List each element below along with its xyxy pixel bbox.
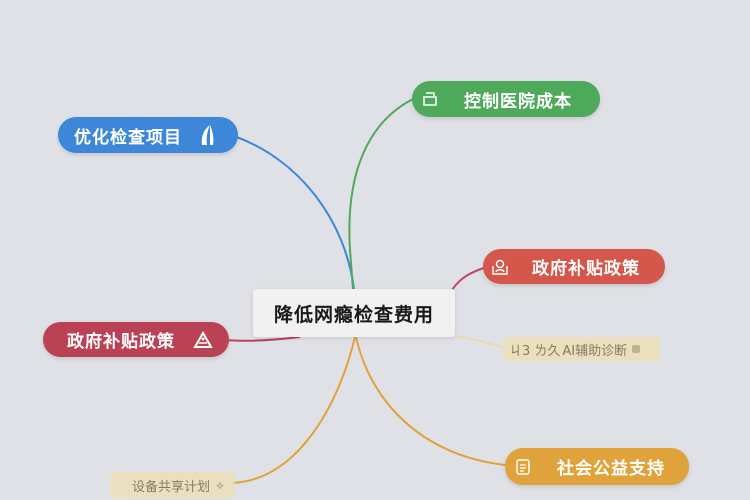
branch-label: 政府补贴政策 xyxy=(67,332,175,352)
branch-label: 政府补贴政策 xyxy=(532,259,640,279)
branch-label: 控制医院成本 xyxy=(464,91,572,112)
link-optimize xyxy=(233,135,355,290)
card-icon xyxy=(418,87,442,111)
branch-label: 设备共享计划 xyxy=(132,479,211,495)
branch-label: AI辅助诊断 xyxy=(562,343,628,359)
document-icon xyxy=(511,455,535,479)
check-diamond-icon: ⟡ xyxy=(216,477,224,492)
branch-prefix: ㄐ3 ㄌ久 xyxy=(509,343,561,359)
branch-optimize[interactable]: 优化检查项目 xyxy=(58,117,238,153)
settings-icon xyxy=(632,345,641,353)
branch-label: 优化检查项目 xyxy=(74,127,182,148)
branch-control[interactable]: 控制医院成本 xyxy=(412,81,600,117)
branch-label: 社会公益支持 xyxy=(557,459,665,479)
link-ai xyxy=(454,335,506,349)
sail-icon xyxy=(196,123,220,147)
link-charity xyxy=(355,336,506,466)
branch-ai[interactable]: ㄐ3 ㄌ久 AI辅助诊断 xyxy=(503,337,660,361)
user-frame-icon xyxy=(488,255,512,279)
branch-share[interactable]: 设备共享计划 ⟡ xyxy=(110,472,235,498)
link-control xyxy=(348,97,416,290)
branch-subsidy-left[interactable]: 政府补贴政策 xyxy=(43,322,229,357)
warning-triangle-icon xyxy=(191,328,215,352)
central-topic-label: 降低网瘾检查费用 xyxy=(273,303,434,326)
link-share xyxy=(231,336,356,484)
link-subsidy-left xyxy=(225,336,301,342)
branch-charity[interactable]: 社会公益支持 xyxy=(505,448,689,485)
central-topic[interactable]: 降低网瘾检查费用 xyxy=(253,289,455,337)
branch-subsidy-right[interactable]: 政府补贴政策 xyxy=(483,249,665,284)
